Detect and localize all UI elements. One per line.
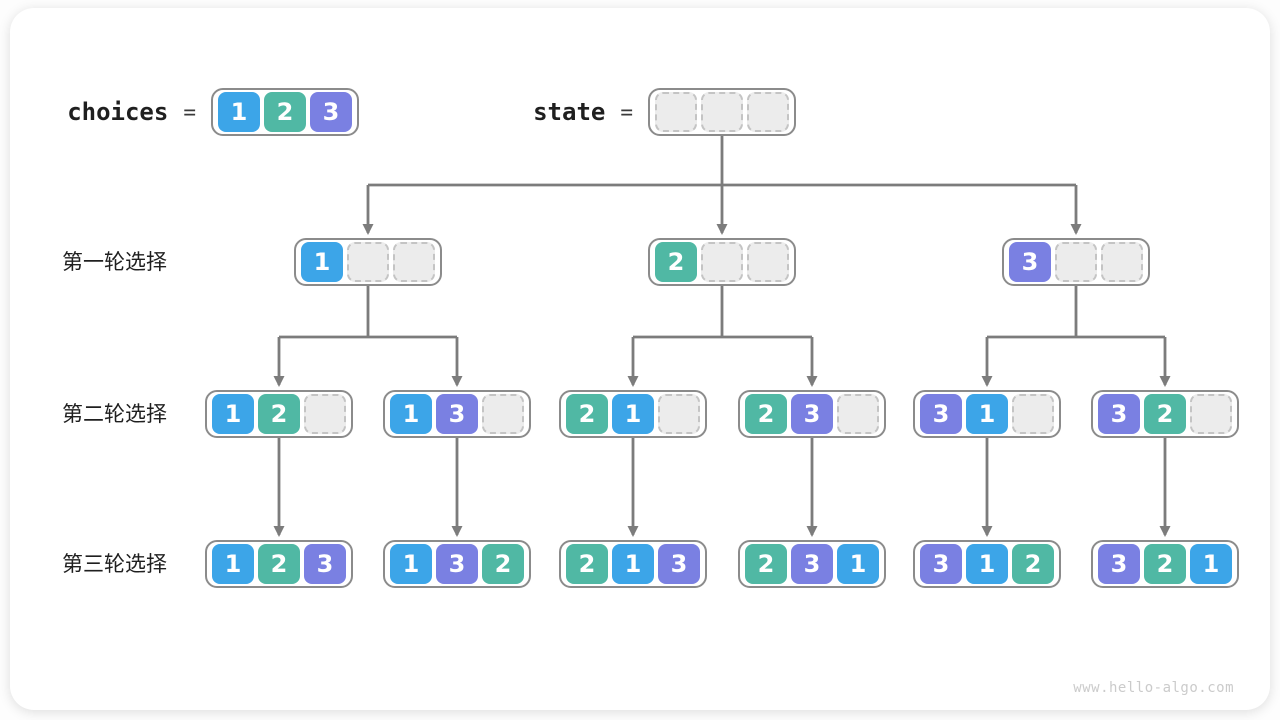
row-label-round-1: 第一轮选择 bbox=[62, 250, 167, 274]
state-node-r1-2: 2 bbox=[648, 238, 796, 286]
state-node-r3-231: 2 3 1 bbox=[738, 540, 886, 588]
state-cell bbox=[1055, 242, 1097, 282]
state-cell: 3 bbox=[791, 544, 833, 584]
choices-cell: 3 bbox=[310, 92, 352, 132]
state-cell: 3 bbox=[436, 394, 478, 434]
state-cell bbox=[1101, 242, 1143, 282]
state-node-r2-23: 2 3 bbox=[738, 390, 886, 438]
choices-cell: 1 bbox=[218, 92, 260, 132]
state-cell: 2 bbox=[482, 544, 524, 584]
state-cell bbox=[347, 242, 389, 282]
equals-sign: = bbox=[620, 100, 633, 124]
state-node-r3-213: 2 1 3 bbox=[559, 540, 707, 588]
state-cell: 1 bbox=[301, 242, 343, 282]
state-header: state = bbox=[0, 88, 633, 136]
state-cell: 3 bbox=[1098, 544, 1140, 584]
state-cell: 2 bbox=[745, 544, 787, 584]
state-node-r2-31: 3 1 bbox=[913, 390, 1061, 438]
equals-sign: = bbox=[183, 100, 196, 124]
state-node-r3-312: 3 1 2 bbox=[913, 540, 1061, 588]
connector-round1-to-round2 bbox=[273, 286, 1171, 387]
state-cell: 3 bbox=[791, 394, 833, 434]
state-cell bbox=[747, 242, 789, 282]
state-node-r3-321: 3 2 1 bbox=[1091, 540, 1239, 588]
state-cell: 1 bbox=[612, 544, 654, 584]
row-label-round-2: 第二轮选择 bbox=[62, 402, 167, 426]
state-cell bbox=[747, 92, 789, 132]
state-cell bbox=[701, 92, 743, 132]
state-cell: 2 bbox=[566, 544, 608, 584]
choices-header: choices = bbox=[0, 88, 196, 136]
state-cell: 1 bbox=[1190, 544, 1232, 584]
state-label: state bbox=[533, 98, 606, 126]
state-node-r1-1: 1 bbox=[294, 238, 442, 286]
state-cell: 1 bbox=[837, 544, 879, 584]
state-cell: 2 bbox=[1144, 544, 1186, 584]
state-cell: 1 bbox=[612, 394, 654, 434]
state-cell: 2 bbox=[655, 242, 697, 282]
state-root-node bbox=[648, 88, 796, 136]
state-node-r2-12: 1 2 bbox=[205, 390, 353, 438]
state-cell: 1 bbox=[212, 394, 254, 434]
state-cell: 1 bbox=[212, 544, 254, 584]
state-cell: 2 bbox=[258, 544, 300, 584]
state-cell: 1 bbox=[966, 394, 1008, 434]
state-cell: 2 bbox=[1012, 544, 1054, 584]
choices-node: 1 2 3 bbox=[211, 88, 359, 136]
choices-cell: 2 bbox=[264, 92, 306, 132]
state-cell: 1 bbox=[390, 394, 432, 434]
state-node-r2-21: 2 1 bbox=[559, 390, 707, 438]
state-cell bbox=[655, 92, 697, 132]
connector-round2-to-round3 bbox=[273, 438, 1171, 537]
state-cell bbox=[482, 394, 524, 434]
state-cell: 3 bbox=[1098, 394, 1140, 434]
state-node-r1-3: 3 bbox=[1002, 238, 1150, 286]
state-cell: 3 bbox=[304, 544, 346, 584]
state-cell: 2 bbox=[258, 394, 300, 434]
state-cell bbox=[837, 394, 879, 434]
row-label-round-3: 第三轮选择 bbox=[62, 552, 167, 576]
connector-root-to-round1 bbox=[362, 136, 1082, 235]
state-cell bbox=[1190, 394, 1232, 434]
state-cell bbox=[658, 394, 700, 434]
state-cell bbox=[701, 242, 743, 282]
state-cell: 3 bbox=[920, 544, 962, 584]
state-node-r3-123: 1 2 3 bbox=[205, 540, 353, 588]
state-cell bbox=[393, 242, 435, 282]
state-cell: 3 bbox=[1009, 242, 1051, 282]
state-cell: 1 bbox=[966, 544, 1008, 584]
choices-label: choices bbox=[67, 98, 169, 126]
state-cell bbox=[1012, 394, 1054, 434]
state-cell bbox=[304, 394, 346, 434]
state-node-r2-13: 1 3 bbox=[383, 390, 531, 438]
state-cell: 3 bbox=[436, 544, 478, 584]
state-cell: 2 bbox=[1144, 394, 1186, 434]
state-cell: 2 bbox=[566, 394, 608, 434]
state-cell: 1 bbox=[390, 544, 432, 584]
state-node-r2-32: 3 2 bbox=[1091, 390, 1239, 438]
state-cell: 2 bbox=[745, 394, 787, 434]
state-cell: 3 bbox=[658, 544, 700, 584]
state-cell: 3 bbox=[920, 394, 962, 434]
watermark-url: www.hello-algo.com bbox=[1073, 680, 1234, 696]
state-node-r3-132: 1 3 2 bbox=[383, 540, 531, 588]
